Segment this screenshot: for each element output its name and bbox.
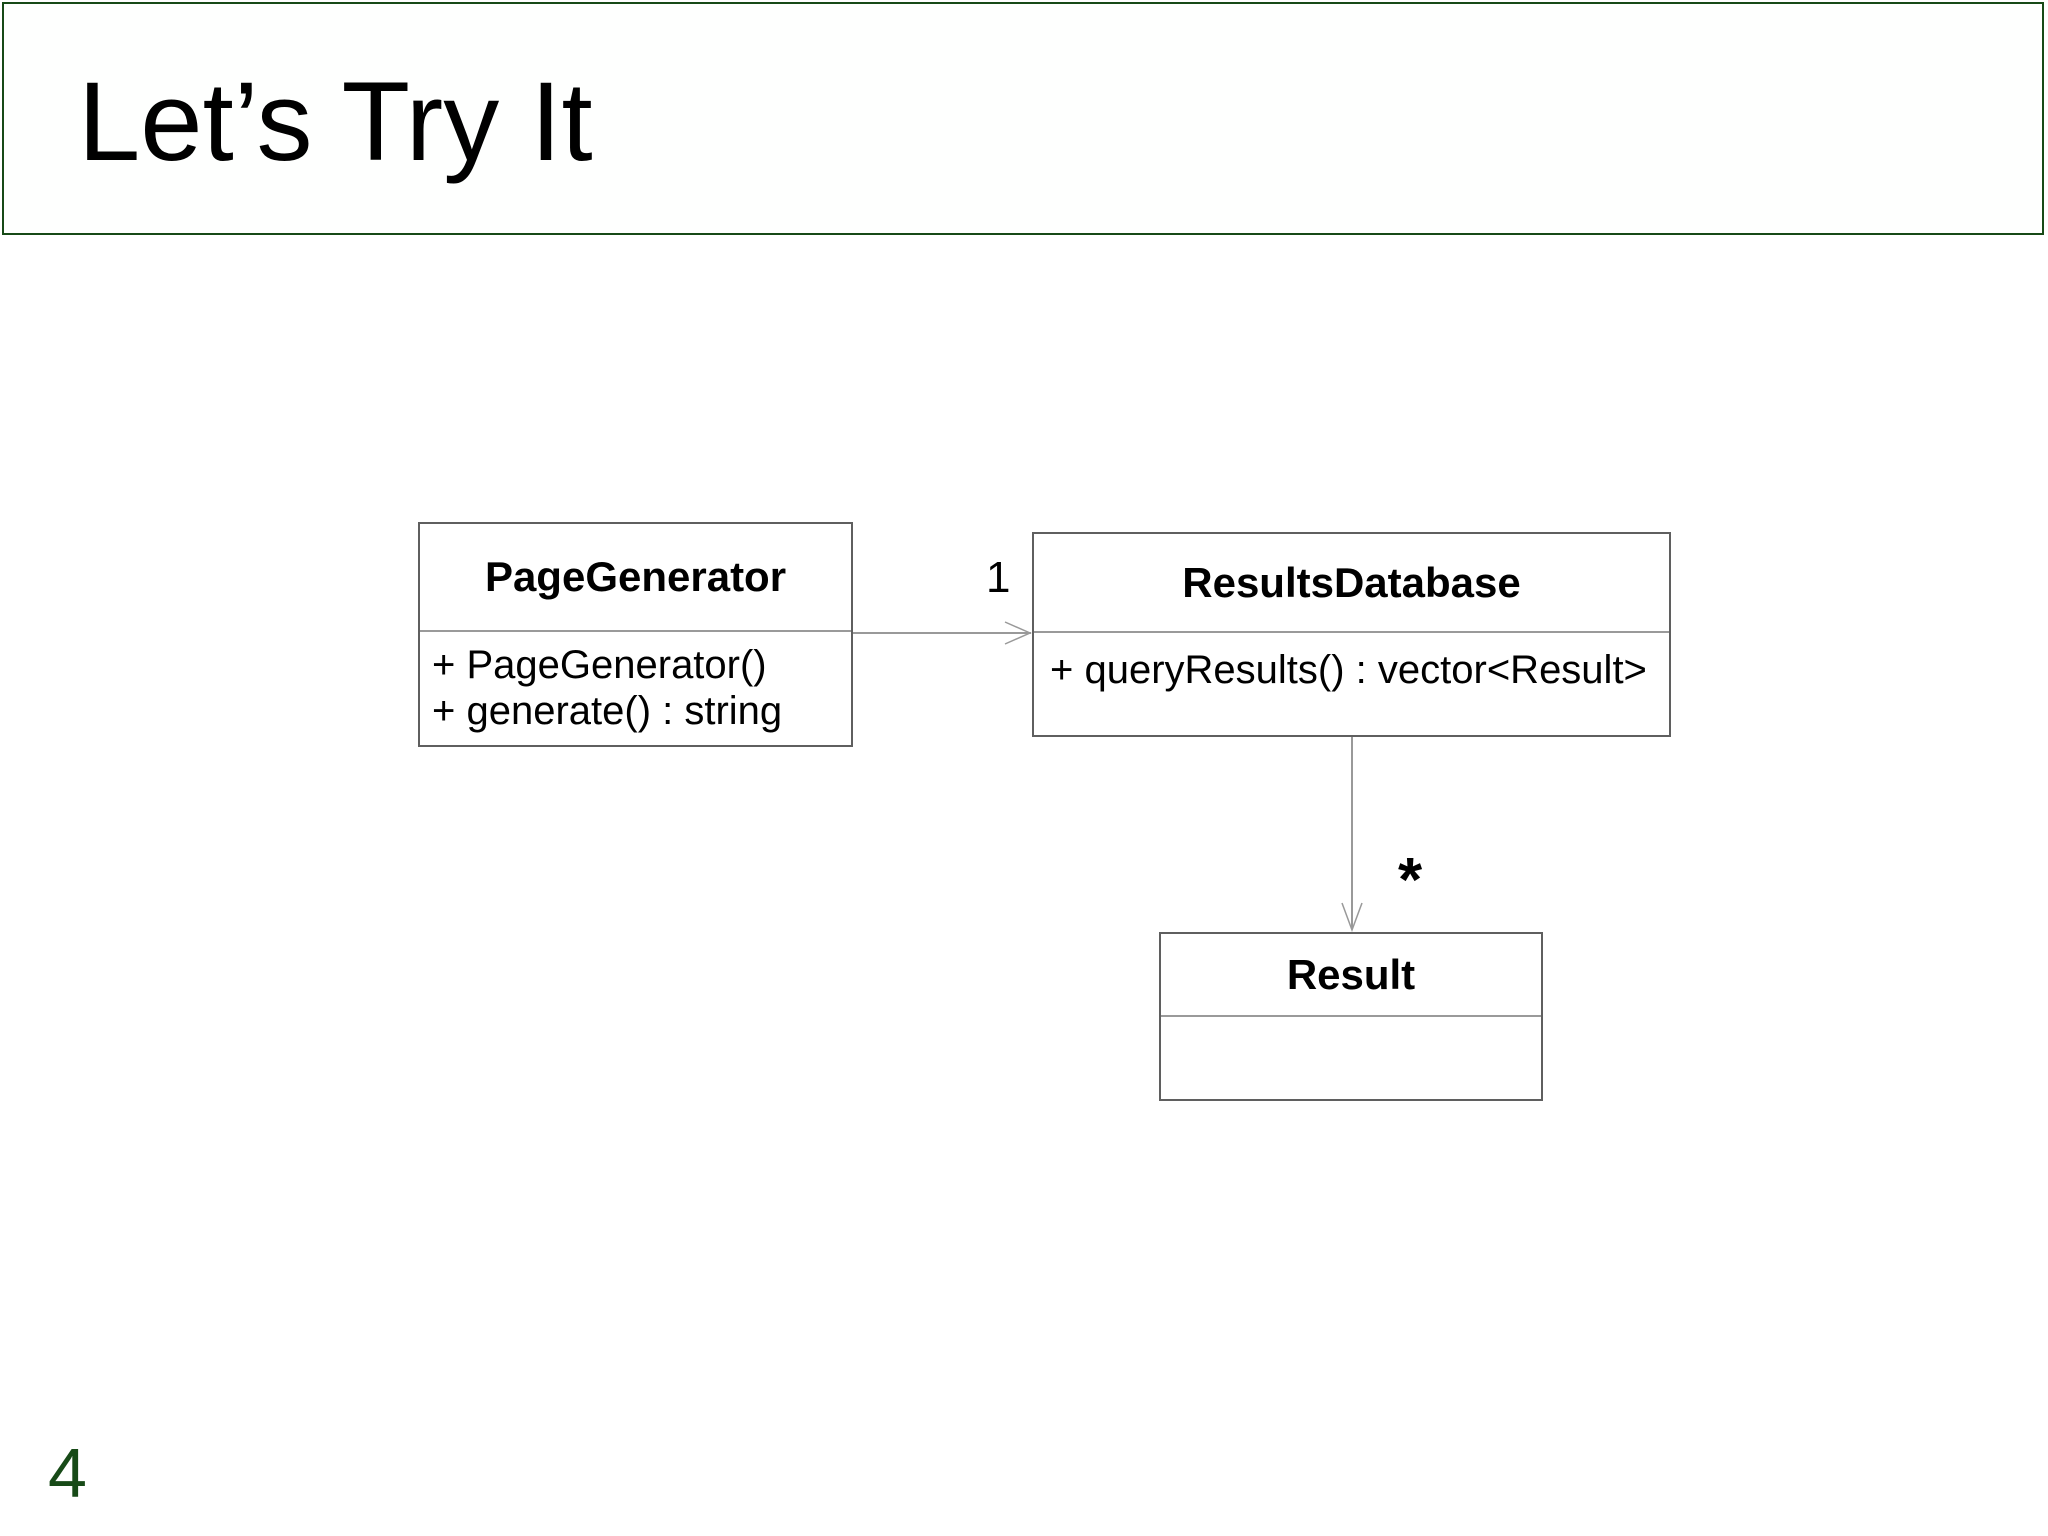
- multiplicity-label-many: *: [1398, 846, 1423, 915]
- class-name-resultsdatabase: ResultsDatabase: [1034, 534, 1669, 633]
- uml-class-result: Result: [1159, 932, 1543, 1101]
- page-number: 4: [48, 1434, 87, 1512]
- uml-class-resultsdatabase: ResultsDatabase + queryResults() : vecto…: [1032, 532, 1671, 737]
- open-arrowhead-right-icon: [1004, 621, 1032, 645]
- class-name-result: Result: [1161, 934, 1541, 1017]
- multiplicity-label-one: 1: [986, 553, 1011, 602]
- uml-class-pagegenerator: PageGenerator + PageGenerator() + genera…: [418, 522, 853, 747]
- method-resultsdatabase-queryresults: + queryResults() : vector<Result>: [1050, 648, 1647, 692]
- method-pagegenerator-generate: + generate() : string: [432, 689, 783, 733]
- slide-title: Let’s Try It: [78, 59, 593, 184]
- open-arrowhead-down-icon: [1341, 902, 1363, 933]
- class-methods-resultsdatabase: + queryResults() : vector<Result>: [1034, 633, 1669, 693]
- class-methods-pagegenerator: + PageGenerator() + generate() : string: [420, 632, 851, 734]
- title-box: Let’s Try It: [2, 2, 2044, 235]
- class-name-pagegenerator: PageGenerator: [420, 524, 851, 632]
- method-pagegenerator-constructor: + PageGenerator(): [432, 643, 767, 687]
